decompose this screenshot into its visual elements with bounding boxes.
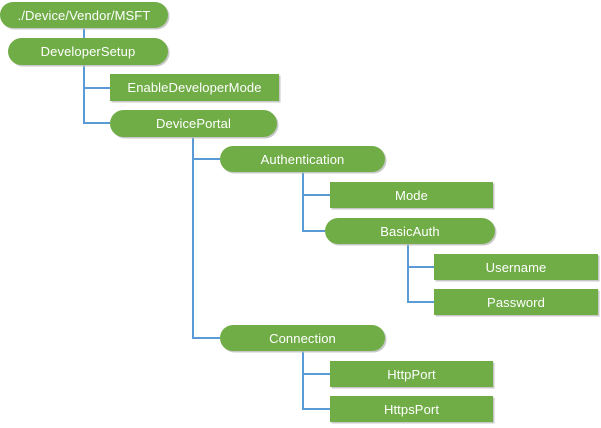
connector-basicauth-to-username	[407, 244, 434, 268]
tree-node-label: Password	[487, 294, 545, 310]
connector-developersetup-to-enabledevmode	[83, 65, 110, 89]
tree-node-httpport[interactable]: HttpPort	[330, 361, 493, 387]
tree-node-httpsport[interactable]: HttpsPort	[330, 396, 493, 422]
tree-node-label: HttpPort	[387, 366, 436, 382]
connector-developersetup-to-deviceportal	[83, 65, 110, 124]
tree-node-root[interactable]: ./Device/Vendor/MSFT	[0, 2, 168, 28]
tree-node-developersetup[interactable]: DeveloperSetup	[8, 38, 168, 65]
connector-connection-to-httpport	[302, 351, 330, 375]
connector-basicauth-to-password	[407, 244, 434, 303]
tree-node-label: Connection	[269, 330, 336, 346]
tree-node-mode[interactable]: Mode	[330, 182, 493, 208]
tree-node-basicauth[interactable]: BasicAuth	[325, 218, 495, 244]
tree-node-label: DevicePortal	[156, 116, 231, 131]
tree-node-connection[interactable]: Connection	[220, 325, 385, 351]
tree-node-authentication[interactable]: Authentication	[220, 146, 385, 172]
tree-node-username[interactable]: Username	[434, 254, 598, 280]
tree-node-label: HttpsPort	[383, 401, 440, 417]
connector-authentication-to-mode	[302, 172, 330, 196]
connector-deviceportal-to-connection	[192, 137, 220, 339]
tree-node-label: ./Device/Vendor/MSFT	[17, 7, 151, 23]
tree-node-label: Username	[485, 259, 547, 275]
tree-node-label: DeveloperSetup	[40, 44, 136, 59]
tree-node-password[interactable]: Password	[434, 289, 598, 315]
tree-node-label: Authentication	[260, 151, 345, 167]
connector-connection-to-httpsport	[302, 351, 330, 410]
tree-node-label: BasicAuth	[380, 223, 440, 239]
tree-node-deviceportal[interactable]: DevicePortal	[110, 110, 277, 137]
tree-node-label: EnableDeveloperMode	[127, 80, 262, 95]
connector-authentication-to-basicauth	[302, 172, 325, 232]
connector-deviceportal-to-authentication	[192, 137, 220, 160]
tree-node-label: Mode	[395, 187, 428, 203]
tree-node-enabledevmode[interactable]: EnableDeveloperMode	[110, 74, 279, 101]
